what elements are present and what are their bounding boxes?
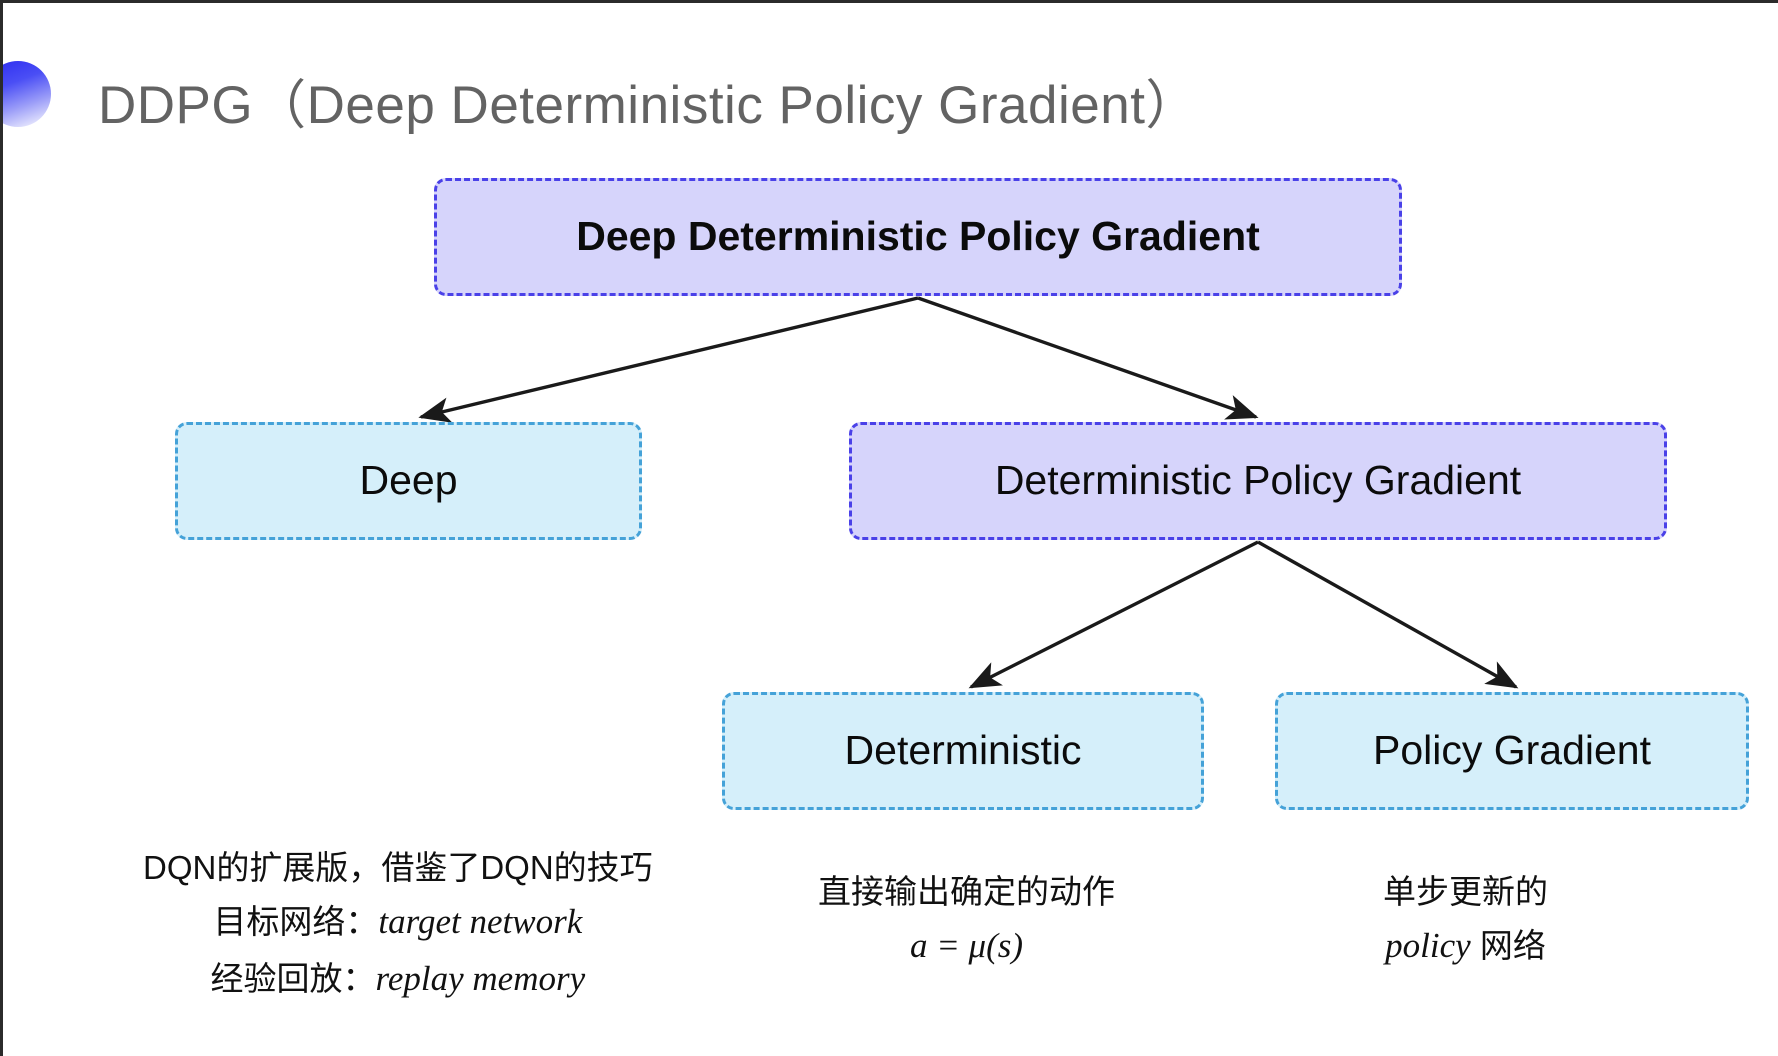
- annotation-deep-line-3-term: replay memory: [375, 959, 586, 999]
- annotation-policy-gradient-line-1: 单步更新的: [1383, 873, 1548, 910]
- gradient-circle-icon: [3, 61, 51, 127]
- node-label: Deep Deterministic Policy Gradient: [576, 213, 1260, 260]
- node-label: Deterministic: [844, 727, 1082, 774]
- annotation-policy-gradient-term: policy: [1385, 926, 1471, 966]
- node-policy-gradient[interactable]: Policy Gradient: [1275, 692, 1749, 810]
- edge-root-to-deep: [418, 296, 919, 423]
- annotation-deep-line-2-term: target network: [378, 902, 583, 942]
- edge-root-to-dpg: [917, 296, 1259, 420]
- annotation-deep: DQN的扩展版，借鉴了DQN的技巧 目标网络：target network 经验…: [143, 841, 653, 1008]
- annotation-deep-line-3-label: 经验回放：: [210, 960, 376, 998]
- annotation-deep-line-2: 目标网络：target network: [143, 894, 653, 951]
- annotation-deep-line-2-label: 目标网络：: [213, 903, 379, 941]
- annotation-policy-gradient: 单步更新的 policy 网络: [1383, 865, 1548, 975]
- page-title: DDPG（Deep Deterministic Policy Gradient）: [98, 76, 1199, 135]
- node-deep[interactable]: Deep: [175, 422, 642, 540]
- node-deep-deterministic-policy-gradient[interactable]: Deep Deterministic Policy Gradient: [434, 178, 1402, 296]
- annotation-deterministic: 直接输出确定的动作 a = μ(s): [818, 865, 1115, 975]
- edge-dpg-to-pg: [1257, 540, 1519, 689]
- node-label: Policy Gradient: [1372, 727, 1651, 774]
- annotation-deterministic-formula: a = μ(s): [909, 926, 1024, 966]
- annotation-policy-gradient-suffix: 网络: [1470, 927, 1546, 965]
- annotation-policy-gradient-line-2: policy 网络: [1383, 918, 1548, 975]
- node-label: Deterministic Policy Gradient: [994, 457, 1522, 504]
- node-deterministic[interactable]: Deterministic: [722, 692, 1204, 810]
- annotation-deterministic-line-1: 直接输出确定的动作: [818, 873, 1115, 910]
- annotation-deep-line-3: 经验回放：replay memory: [143, 951, 653, 1008]
- edge-dpg-to-det: [968, 540, 1259, 689]
- node-deterministic-policy-gradient[interactable]: Deterministic Policy Gradient: [849, 422, 1667, 540]
- node-label: Deep: [359, 457, 458, 504]
- annotation-deep-line-1: DQN的扩展版，借鉴了DQN的技巧: [143, 849, 653, 886]
